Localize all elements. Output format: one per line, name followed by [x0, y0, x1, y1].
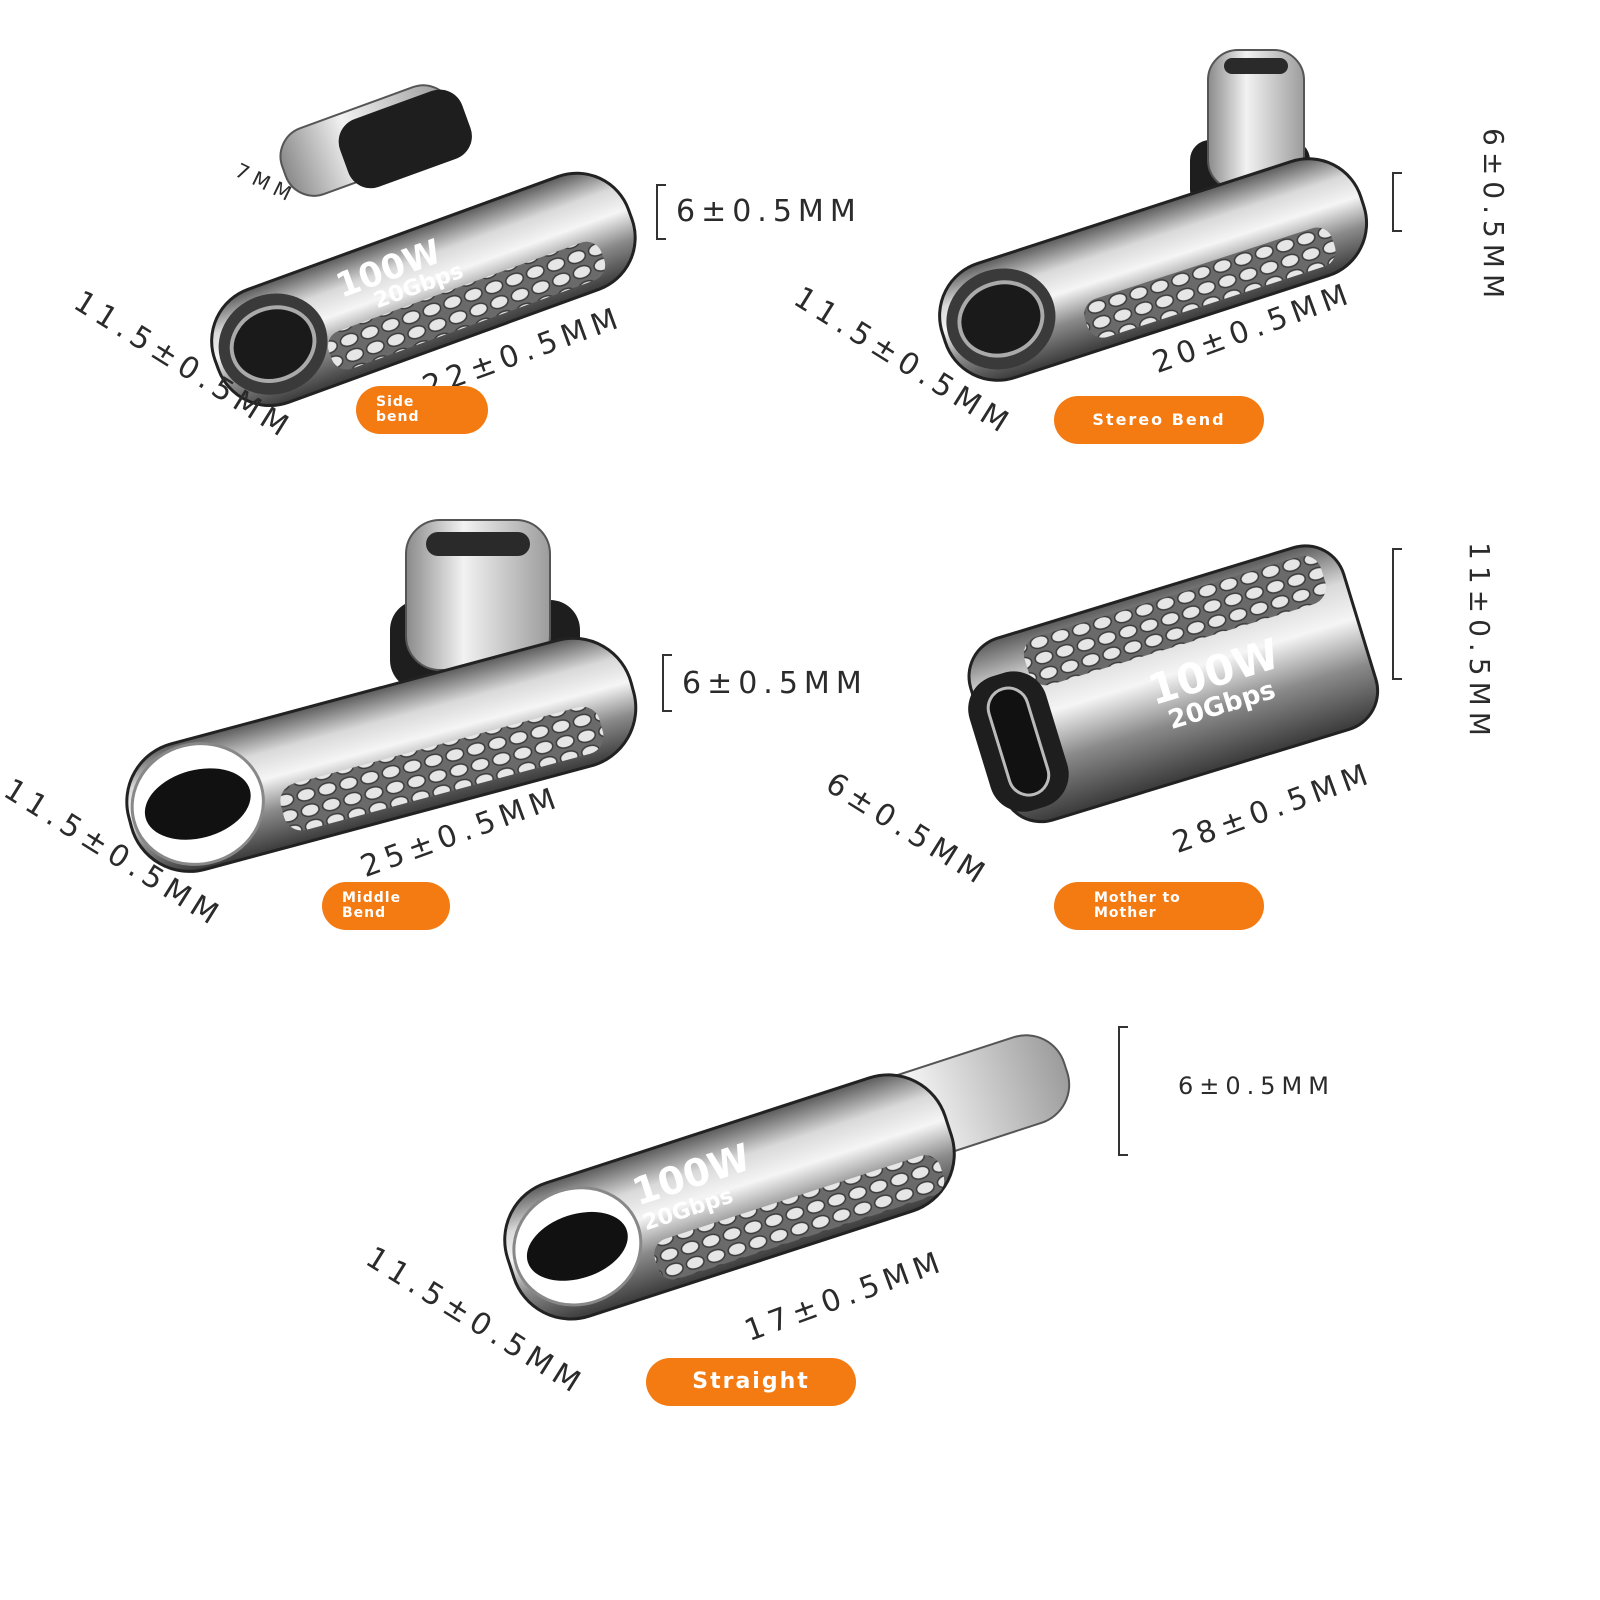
stereo-bend-height: 6±0.5MM	[1477, 128, 1510, 305]
side-bend-adapter-image: 100W 20Gbps	[210, 84, 637, 408]
stereo-bend-badge: Stereo Bend	[1054, 396, 1264, 444]
straight-adapter-image: 100W 20Gbps	[503, 1034, 1071, 1321]
mother-to-mother-adapter-image: 100W 20Gbps	[967, 544, 1380, 824]
middle-bend-height-bracket	[662, 654, 672, 712]
straight-height: 6±0.5MM	[1178, 1072, 1335, 1100]
mother-to-mother-height-bracket	[1392, 548, 1402, 680]
stereo-bend-adapter-image	[938, 49, 1369, 382]
straight-height-bracket	[1118, 1026, 1128, 1156]
side-bend-height: 6±0.5MM	[676, 194, 862, 229]
mother-to-mother-height: 11±0.5MM	[1463, 542, 1496, 742]
middle-bend-adapter-image	[125, 519, 638, 873]
side-bend-height-bracket	[656, 184, 666, 240]
mother-to-mother-badge: Mother to Mother	[1054, 882, 1264, 930]
middle-bend-badge: Middle Bend	[322, 882, 450, 930]
middle-bend-height: 6±0.5MM	[682, 666, 868, 701]
side-bend-badge: Side bend	[356, 386, 488, 434]
straight-badge: Straight	[646, 1358, 856, 1406]
stereo-bend-height-bracket	[1392, 172, 1402, 232]
